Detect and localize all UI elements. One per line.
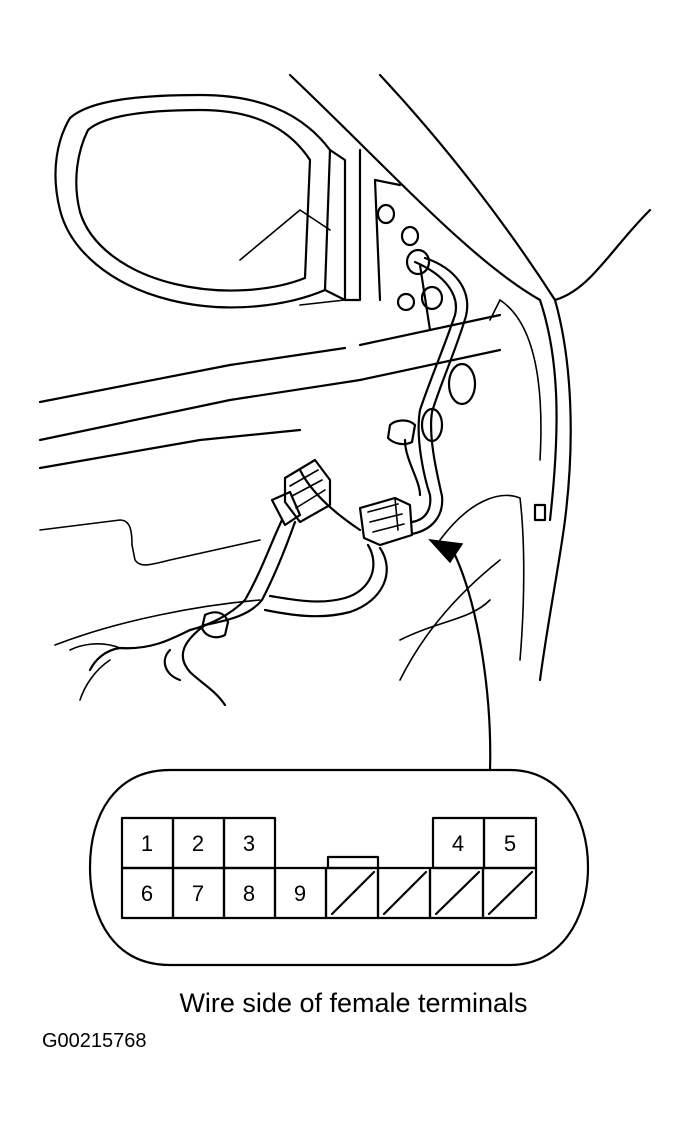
pin-number: 5 (504, 831, 516, 856)
door-panel (38, 178, 525, 681)
pin-number: 7 (192, 881, 204, 906)
side-mirror (54, 93, 362, 309)
pin-number: 8 (243, 881, 255, 906)
figure-id: G00215768 (42, 1030, 147, 1052)
pin-number: 1 (141, 831, 153, 856)
pin-number: 3 (243, 831, 255, 856)
pin-number: 2 (192, 831, 204, 856)
diagram-caption: Wire side of female terminals (179, 988, 528, 1018)
unused-cavity-slash (330, 870, 376, 916)
pin-number: 6 (141, 881, 153, 906)
connector-callout-bubble (88, 768, 590, 967)
unused-cavity-slash (382, 870, 428, 916)
unused-cavity-slash (434, 870, 481, 916)
pin-number: 4 (452, 831, 464, 856)
connector-face: 1 2 3 4 5 6 7 8 9 (120, 816, 538, 920)
door-main-harness (69, 468, 388, 707)
pin-number: 9 (294, 881, 306, 906)
arrowhead (428, 539, 464, 564)
mirror-side-connector (358, 496, 414, 547)
unused-cavity-slash (487, 870, 534, 916)
connector-latch (326, 855, 380, 870)
door-harness-connector (270, 458, 332, 527)
leader-arrow (428, 539, 492, 772)
mirror-harness (386, 256, 469, 536)
